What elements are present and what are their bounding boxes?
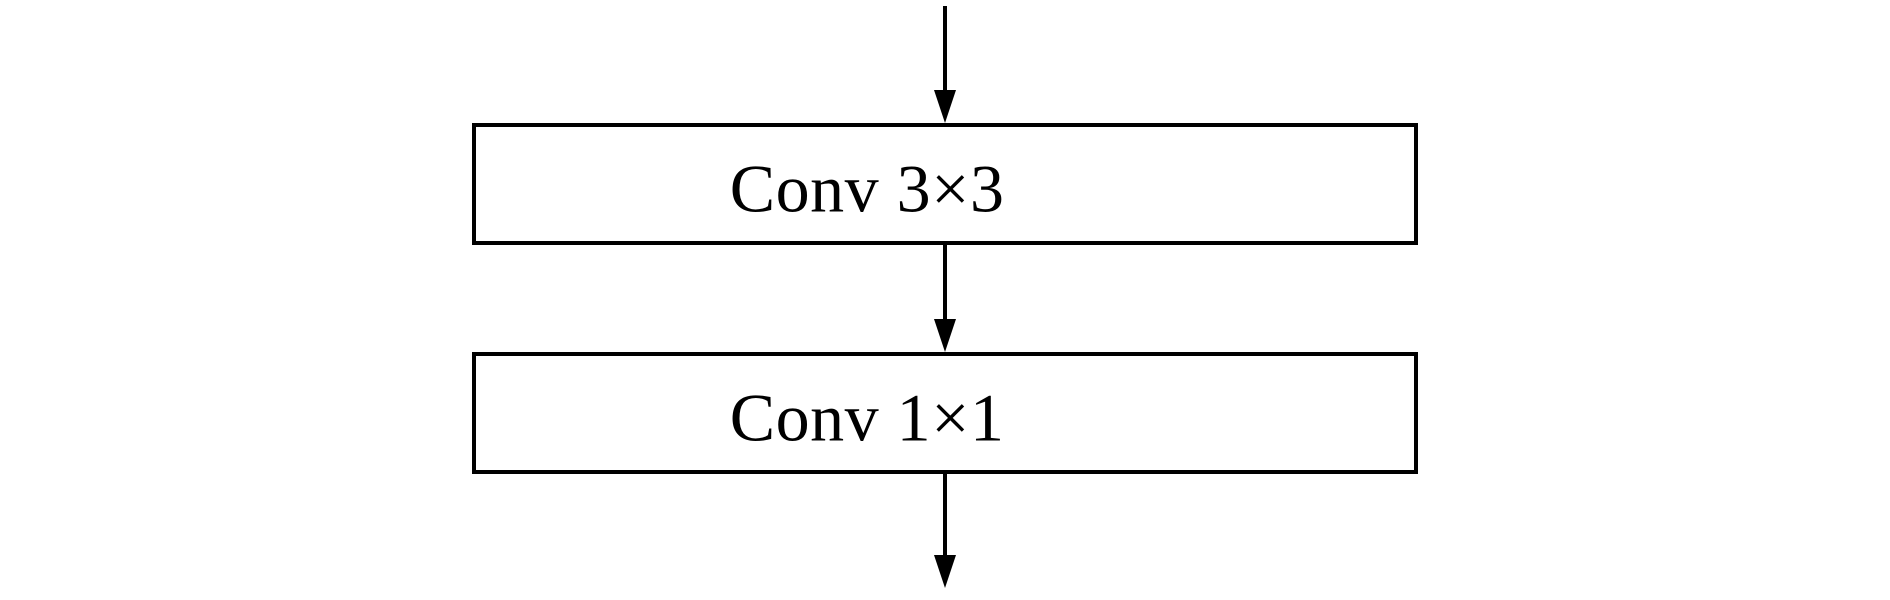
middle-arrow	[933, 245, 957, 352]
input-arrow-head-icon	[934, 90, 956, 123]
node-conv3x3: Conv 3×3	[472, 123, 1418, 245]
middle-arrow-head-icon	[934, 319, 956, 352]
node-conv1x1: Conv 1×1	[472, 352, 1418, 474]
output-arrow	[933, 474, 957, 588]
input-arrow-shaft	[943, 6, 947, 93]
middle-arrow-shaft	[943, 245, 947, 322]
node-conv1x1-label: Conv 1×1	[729, 379, 1005, 456]
node-conv3x3-label: Conv 3×3	[729, 150, 1005, 227]
input-arrow	[933, 6, 957, 123]
output-arrow-shaft	[943, 474, 947, 558]
output-arrow-head-icon	[934, 555, 956, 588]
